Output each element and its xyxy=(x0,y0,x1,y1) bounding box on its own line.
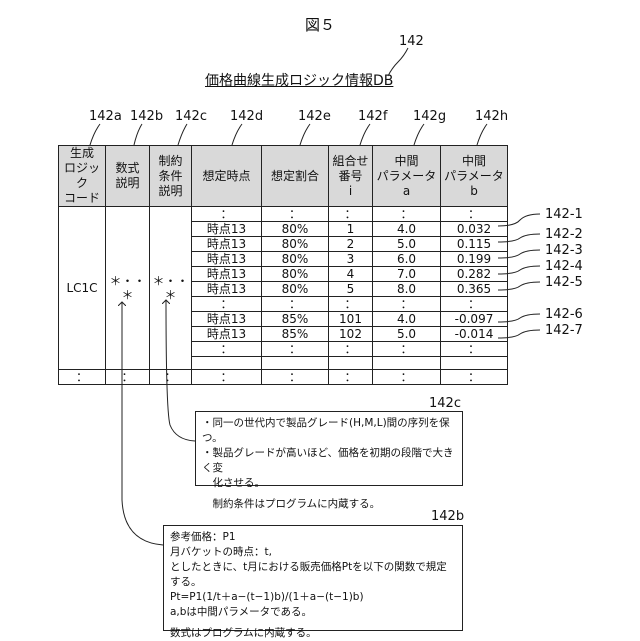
ellipsis-row: ：：： ：：：：： xyxy=(59,370,508,385)
row-ref-label: 142-4 xyxy=(545,259,583,274)
header-cell: 中間 パラメータ b xyxy=(441,146,508,207)
note-line: 月バケットの時点：t, xyxy=(170,545,456,560)
header-cell: 生成 ロジック コード xyxy=(59,146,106,207)
row-ref-label: 142-7 xyxy=(545,323,583,338)
note-line: 数式はプログラムに内蔵する。 xyxy=(170,626,456,641)
row-ref-label: 142-1 xyxy=(545,207,583,222)
logic-table: 生成 ロジック コード 数式 説明 制約 条件 説明 想定時点 想定割合 組合せ… xyxy=(58,145,508,385)
row-ref-label: 142-6 xyxy=(545,307,583,322)
row-ref-label: 142-5 xyxy=(545,275,583,290)
header-cell: 中間 パラメータ a xyxy=(373,146,441,207)
note-line: ・製品グレードが高いほど、価格を初期の段階で大きく変 xyxy=(202,446,456,476)
note-line: としたときに、t月における販売価格Ptを以下の関数で規定する。 xyxy=(170,560,456,590)
formula-desc-cell: ＊・・＊ xyxy=(106,207,150,370)
note-line: 参考価格：P1 xyxy=(170,530,456,545)
header-row: 生成 ロジック コード 数式 説明 制約 条件 説明 想定時点 想定割合 組合せ… xyxy=(59,146,508,207)
note-line: a,bは中間パラメータである。 xyxy=(170,605,456,620)
row-ref-label: 142-2 xyxy=(545,227,583,242)
ellipsis-row: LC1C ＊・・＊ ＊・・＊ ：：：：： xyxy=(59,207,508,222)
note-c-ref-label: 142c xyxy=(429,396,461,411)
note-b-ref-label: 142b xyxy=(431,509,464,524)
note-line: Pt=P1(1/t＋a−(t−1)b)/(1＋a−(t−1)b) xyxy=(170,590,456,605)
header-cell: 想定時点 xyxy=(192,146,262,207)
row-ref-label: 142-3 xyxy=(545,243,583,258)
header-cell: 制約 条件 説明 xyxy=(150,146,192,207)
formula-note-box: 参考価格：P1 月バケットの時点：t, としたときに、t月における販売価格Ptを… xyxy=(163,525,463,631)
note-line: 制約条件はプログラムに内蔵する。 xyxy=(202,497,456,512)
constraint-desc-cell: ＊・・＊ xyxy=(150,207,192,370)
constraint-note-box: ・同一の世代内で製品グレード(H,M,L)間の序列を保つ。 ・製品グレードが高い… xyxy=(195,411,463,486)
logic-code-cell: LC1C xyxy=(59,207,106,370)
note-line: ・同一の世代内で製品グレード(H,M,L)間の序列を保つ。 xyxy=(202,416,456,446)
note-line: 化させる。 xyxy=(202,476,456,491)
header-cell: 組合せ 番号 i xyxy=(329,146,373,207)
header-cell: 数式 説明 xyxy=(106,146,150,207)
header-cell: 想定割合 xyxy=(262,146,329,207)
